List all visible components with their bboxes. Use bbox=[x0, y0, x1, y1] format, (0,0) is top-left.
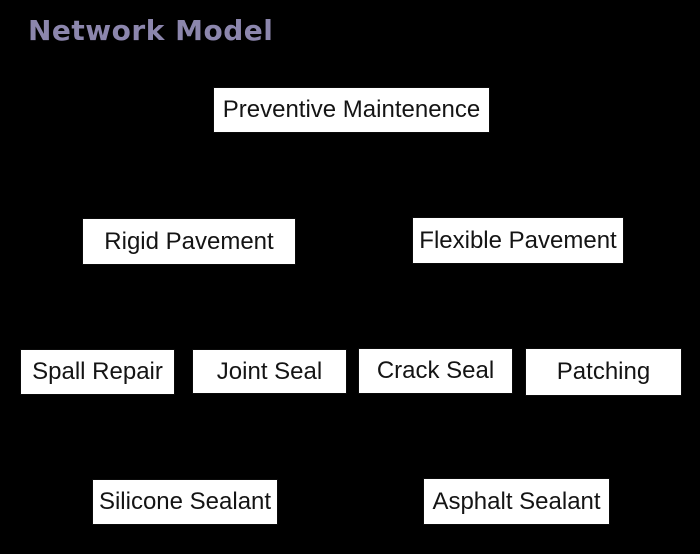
node-rigid-pavement: Rigid Pavement bbox=[82, 218, 296, 265]
node-flexible-pavement: Flexible Pavement bbox=[412, 217, 624, 264]
node-asphalt-sealant: Asphalt Sealant bbox=[423, 478, 610, 525]
node-spall-repair: Spall Repair bbox=[20, 349, 175, 395]
node-silicone-sealant: Silicone Sealant bbox=[92, 479, 278, 525]
diagram-title: Network Model bbox=[28, 14, 274, 47]
node-patching: Patching bbox=[525, 348, 682, 396]
node-joint-seal: Joint Seal bbox=[192, 349, 347, 394]
node-crack-seal: Crack Seal bbox=[358, 348, 513, 394]
node-preventive-maintenence: Preventive Maintenence bbox=[213, 87, 490, 133]
